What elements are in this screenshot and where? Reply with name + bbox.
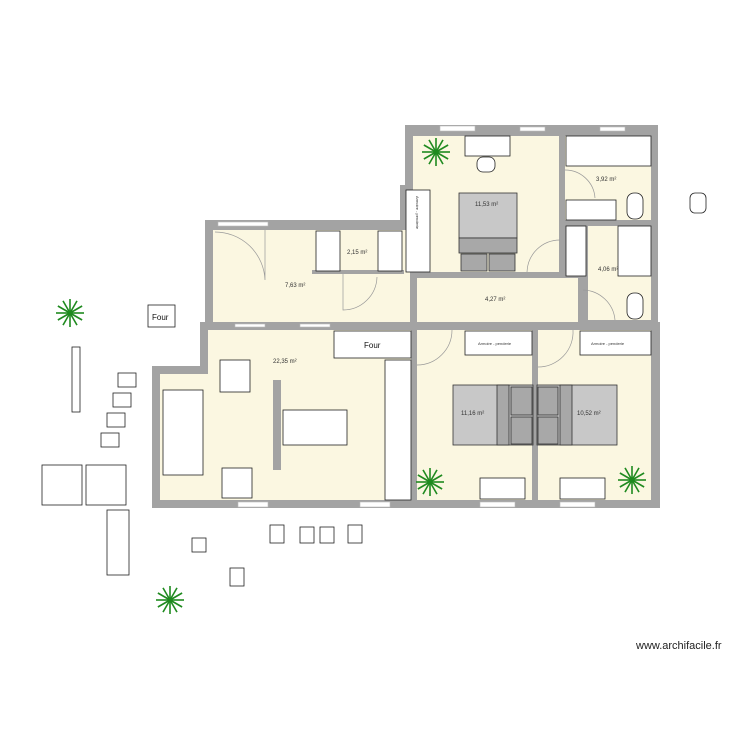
area-bathroom-top: 3,92 m² bbox=[596, 177, 616, 183]
wardrobe-top bbox=[405, 189, 431, 273]
room-labels: 11,53 m² 3,92 m² 4,06 m² 2,15 m² 7,63 m²… bbox=[152, 177, 625, 417]
wardrobe-right-label: Armoire - penderie bbox=[591, 341, 625, 346]
plant-icon bbox=[56, 138, 646, 614]
wardrobe-middle bbox=[464, 330, 533, 356]
area-bedroom-right: 10,52 m² bbox=[577, 411, 601, 417]
area-bedroom-top: 11,53 m² bbox=[475, 202, 498, 208]
kitchen-counter-side bbox=[384, 359, 412, 501]
wardrobe-middle-label: Armoire - penderie bbox=[478, 341, 512, 346]
plant-icon bbox=[56, 299, 84, 327]
desk-middle bbox=[479, 477, 526, 500]
room-hallway[interactable] bbox=[417, 278, 579, 322]
wardrobe-top-label: Armoire - penderie bbox=[415, 196, 420, 230]
desk-right bbox=[559, 477, 606, 500]
plant-icon bbox=[416, 468, 444, 496]
room-entrance[interactable] bbox=[213, 230, 410, 322]
chair bbox=[476, 156, 496, 173]
doors bbox=[214, 169, 616, 368]
sink-double bbox=[565, 225, 587, 277]
shower-top bbox=[565, 135, 652, 167]
plant-icon bbox=[618, 466, 646, 494]
wardrobe-right bbox=[579, 330, 652, 356]
furniture bbox=[41, 135, 707, 587]
kitchen-counter-top bbox=[333, 330, 412, 359]
oven-label: Four bbox=[364, 341, 381, 350]
shower-right bbox=[617, 225, 652, 277]
plant-icon bbox=[422, 138, 450, 166]
toilet-right bbox=[626, 292, 644, 320]
plant-icon bbox=[156, 586, 184, 614]
loose-oven-label: Four bbox=[152, 313, 169, 322]
watermark[interactable]: www.archifacile.fr bbox=[636, 640, 722, 652]
area-bedroom-middle: 11,16 m² bbox=[461, 411, 484, 417]
table bbox=[282, 409, 348, 446]
loose-oven bbox=[147, 304, 176, 328]
sofa bbox=[162, 389, 204, 476]
windows bbox=[217, 125, 626, 508]
area-bathroom-right: 4,06 m² bbox=[598, 267, 618, 273]
sink bbox=[565, 199, 617, 221]
area-living: 22,35 m² bbox=[273, 359, 297, 365]
area-hallway: 4,27 m² bbox=[485, 297, 505, 303]
bed-top bbox=[458, 192, 518, 239]
area-entrance: 7,63 m² bbox=[285, 283, 305, 289]
desk-top bbox=[464, 135, 511, 157]
toilet bbox=[626, 192, 644, 220]
area-closet: 2,15 m² bbox=[347, 250, 367, 256]
